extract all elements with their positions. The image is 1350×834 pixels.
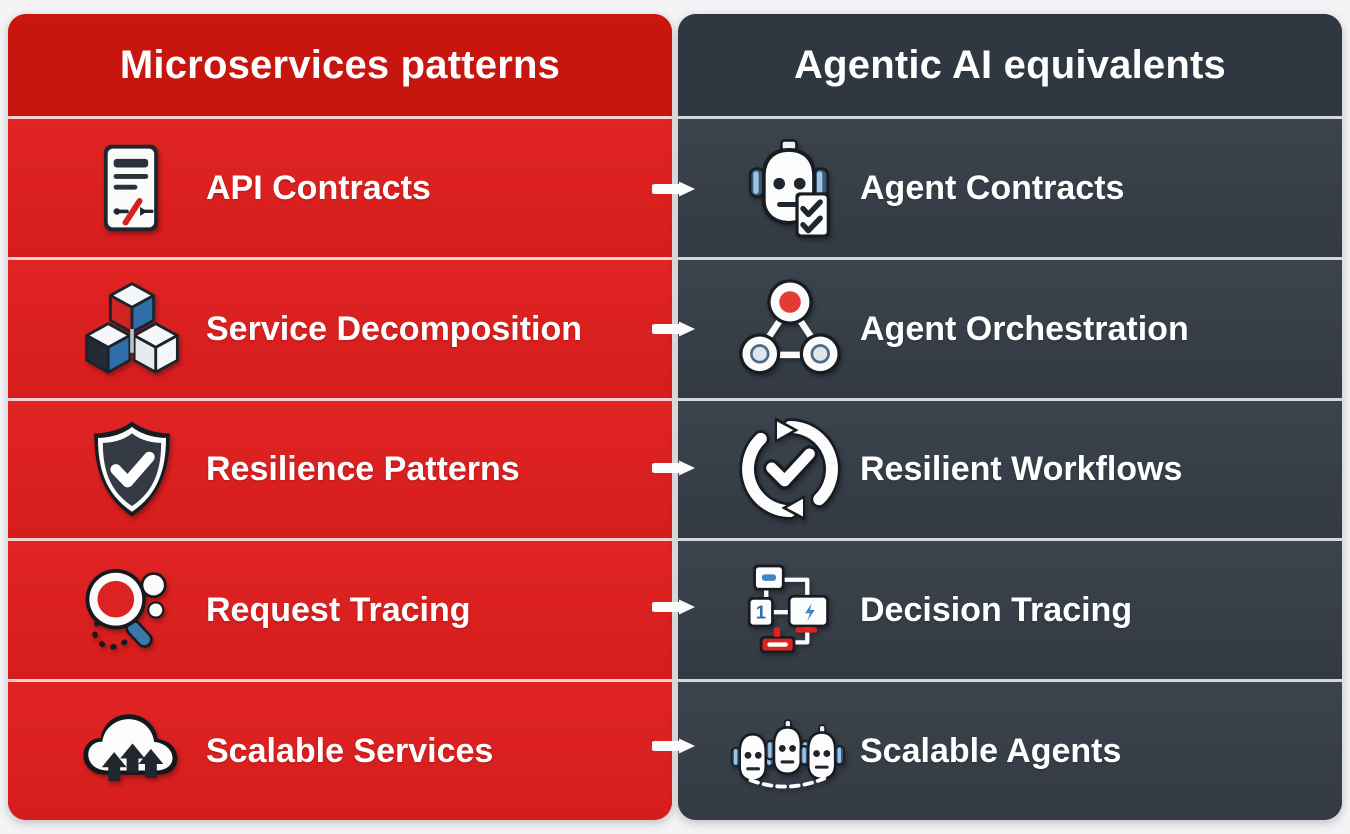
left-row-label: Resilience Patterns	[206, 450, 520, 489]
left-row-resilience-patterns[interactable]: Resilience Patterns	[8, 397, 672, 539]
right-row-scalable-agents[interactable]: Scalable Agents	[678, 679, 1342, 820]
document-contract-icon	[72, 134, 192, 242]
agentic-ai-column: Agentic AI equivalents	[678, 14, 1342, 820]
right-rows: Agent Contracts	[678, 116, 1342, 820]
right-row-agent-contracts[interactable]: Agent Contracts	[678, 116, 1342, 257]
right-row-label: Decision Tracing	[860, 591, 1133, 630]
cloud-arrows-icon	[72, 697, 192, 805]
shield-check-icon	[72, 415, 192, 523]
flowchart-nodes-icon: 1	[730, 556, 850, 664]
left-row-service-decomposition[interactable]: Service Decomposition	[8, 256, 672, 398]
node-triangle-icon	[730, 275, 850, 383]
right-row-label: Resilient Workflows	[860, 450, 1183, 489]
right-row-label: Agent Orchestration	[860, 309, 1189, 348]
right-row-label: Scalable Agents	[860, 732, 1122, 771]
left-row-request-tracing[interactable]: Request Tracing	[8, 538, 672, 680]
left-rows: API Contracts	[8, 116, 672, 820]
refresh-check-icon	[730, 415, 850, 523]
right-column-header: Agentic AI equivalents	[678, 14, 1342, 116]
right-row-agent-orchestration[interactable]: Agent Orchestration	[678, 256, 1342, 398]
left-row-label: Request Tracing	[206, 591, 471, 630]
right-row-resilient-workflows[interactable]: Resilient Workflows	[678, 397, 1342, 539]
left-column-header: Microservices patterns	[8, 14, 672, 116]
three-robots-icon	[730, 697, 850, 805]
three-cubes-icon	[72, 275, 192, 383]
left-row-scalable-services[interactable]: Scalable Services	[8, 679, 672, 820]
magnifier-trace-icon	[72, 556, 192, 664]
left-row-label: API Contracts	[206, 168, 431, 207]
robot-checklist-icon	[730, 134, 850, 242]
left-row-label: Service Decomposition	[206, 309, 583, 348]
svg-text:1: 1	[756, 602, 766, 623]
right-row-label: Agent Contracts	[860, 168, 1125, 207]
left-row-label: Scalable Services	[206, 732, 494, 771]
microservices-column: Microservices patterns	[8, 14, 672, 820]
left-row-api-contracts[interactable]: API Contracts	[8, 116, 672, 257]
right-row-decision-tracing[interactable]: 1 Decision Tracing	[678, 538, 1342, 680]
